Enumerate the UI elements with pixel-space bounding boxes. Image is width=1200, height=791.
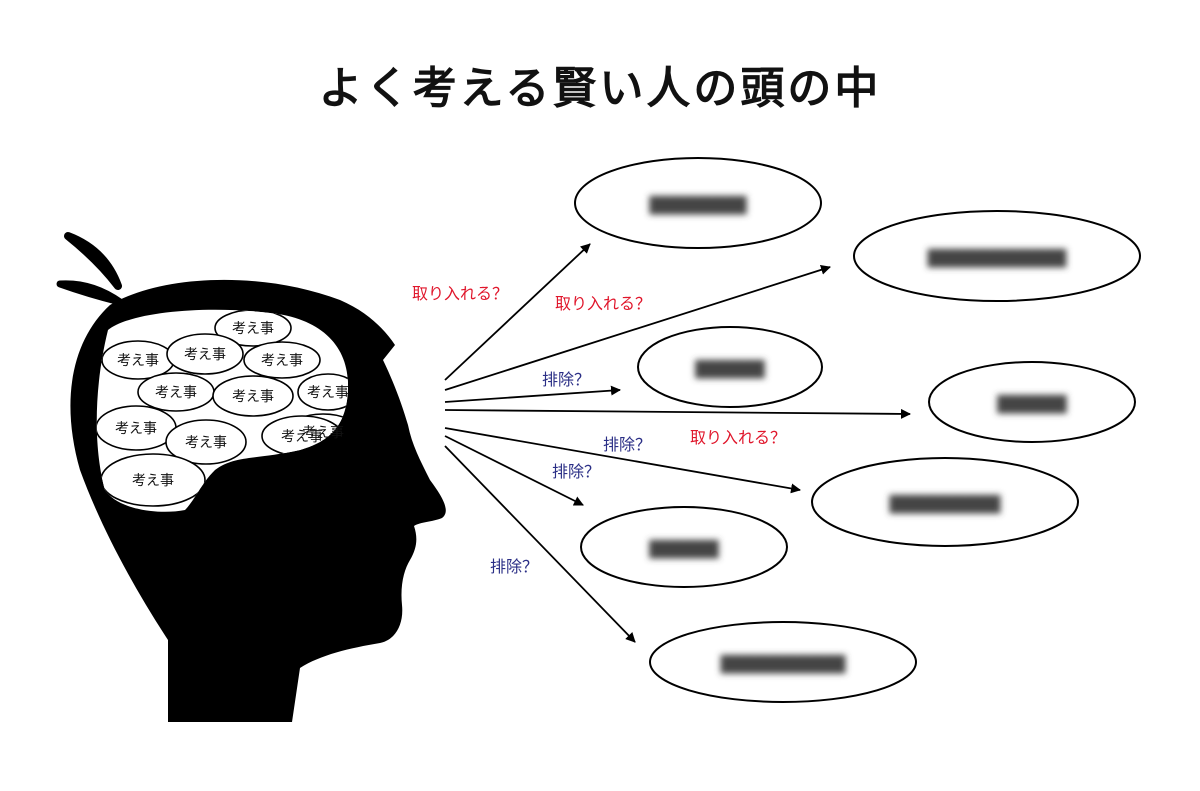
reject-label: 排除？ xyxy=(490,557,538,576)
thought-bubble xyxy=(243,341,321,379)
thought-label: 考え事 xyxy=(117,353,159,369)
outcome-ellipse: ▇▇▇▇▇ xyxy=(637,326,823,408)
thought-label: 考え事 xyxy=(115,421,157,437)
outcome-ellipses: ▇▇▇▇▇▇▇▇▇▇▇▇▇▇▇▇▇▇▇▇▇▇▇▇▇▇▇▇▇▇▇▇▇▇▇▇▇▇▇▇… xyxy=(574,157,1141,703)
blurred-content: ▇▇▇▇▇ xyxy=(694,358,765,379)
outcome-ellipse: ▇▇▇▇▇▇▇ xyxy=(574,157,822,249)
outcome-ellipse: ▇▇▇▇▇▇▇▇ xyxy=(811,457,1079,547)
reject-label: 排除？ xyxy=(552,462,600,481)
thought-labels: 考え事考え事考え事考え事考え事考え事考え事考え事考え事考え事考え事考え事 xyxy=(115,321,349,489)
thought-bubble xyxy=(297,373,348,411)
stress-mark-icon xyxy=(64,232,122,290)
thought-label: 考え事 xyxy=(185,435,227,451)
thought-label: 考え事 xyxy=(302,425,344,441)
outcome-ellipse: ▇▇▇▇▇ xyxy=(580,506,788,588)
arrow xyxy=(444,243,591,381)
thought-label: 考え事 xyxy=(155,385,197,401)
blurred-content: ▇▇▇▇▇▇▇▇▇▇ xyxy=(927,247,1068,268)
blurred-content: ▇▇▇▇▇ xyxy=(648,538,719,559)
accept-label: 取り入れる？ xyxy=(690,428,786,447)
thought-bubble xyxy=(166,333,244,375)
reject-label: 排除？ xyxy=(603,435,651,454)
arrow xyxy=(444,435,584,506)
blurred-content: ▇▇▇▇▇▇▇▇▇ xyxy=(720,653,847,674)
decision-labels: 取り入れる？ 取り入れる？ 排除？ 取り入れる？ 排除？ 排除？ 排除？ xyxy=(412,284,786,576)
outcome-ellipse: ▇▇▇▇▇▇▇▇▇ xyxy=(649,621,917,703)
thought-bubbles xyxy=(96,309,348,507)
thought-label: 考え事 xyxy=(307,385,349,401)
thought-label: 考え事 xyxy=(232,321,274,337)
arrow xyxy=(444,427,801,494)
outcome-ellipse: ▇▇▇▇▇ xyxy=(928,361,1136,443)
thought-label: 考え事 xyxy=(132,473,174,489)
arrows xyxy=(444,243,911,643)
blurred-content: ▇▇▇▇▇ xyxy=(996,393,1067,414)
arrow xyxy=(444,408,911,419)
arrow xyxy=(444,445,636,643)
accept-label: 取り入れる？ xyxy=(555,294,651,313)
arrow xyxy=(444,385,621,403)
thought-label: 考え事 xyxy=(232,389,274,405)
reject-label: 排除？ xyxy=(542,370,590,389)
accept-label: 取り入れる？ xyxy=(412,284,508,303)
thought-label: 考え事 xyxy=(261,353,303,369)
page-title: よく考える賢い人の頭の中 xyxy=(318,63,882,114)
thought-label: 考え事 xyxy=(184,347,226,363)
blurred-content: ▇▇▇▇▇▇▇ xyxy=(649,194,748,215)
thought-bubble xyxy=(212,375,294,417)
stress-mark-icon xyxy=(56,280,124,306)
blurred-content: ▇▇▇▇▇▇▇▇ xyxy=(889,493,1002,514)
thought-bubble xyxy=(165,419,247,465)
arrow xyxy=(444,264,831,391)
thought-label: 考え事 xyxy=(281,429,323,445)
outcome-ellipse: ▇▇▇▇▇▇▇▇▇▇ xyxy=(853,210,1141,302)
